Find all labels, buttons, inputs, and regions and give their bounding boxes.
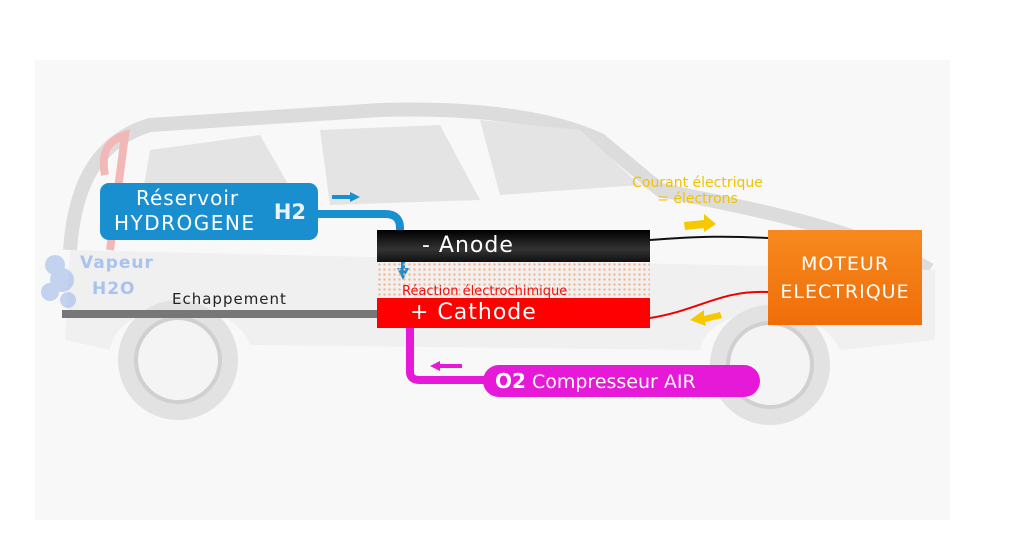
rear-wheel — [118, 300, 238, 420]
hydrogen-pipe — [318, 210, 404, 235]
vapour-label-line2: H2O — [92, 279, 136, 299]
reservoir-gas-label: H2 — [273, 200, 306, 224]
anode-wire — [649, 235, 769, 241]
reaction-label: Réaction électrochimique — [402, 284, 568, 299]
compressor-gas-label: O2 — [495, 369, 526, 393]
anode-bar: - Anode — [377, 230, 650, 262]
oxygen-pipe — [406, 328, 490, 384]
current-label-line2: = électrons — [657, 191, 738, 207]
current-arrow-right-icon — [684, 214, 716, 232]
exhaust-label: Echappement — [172, 290, 287, 308]
current-arrow-left-icon — [690, 310, 722, 326]
cathode-bar: + Cathode — [377, 298, 650, 328]
anode-label: - Anode — [422, 233, 514, 258]
electric-motor: MOTEUR ELECTRIQUE — [768, 230, 922, 325]
current-label: Courant électrique = électrons — [605, 175, 790, 207]
air-compressor: O2 Compresseur AIR — [483, 365, 760, 397]
exhaust-pipe — [62, 310, 380, 318]
motor-label-line2: ELECTRIQUE — [780, 281, 910, 303]
motor-label-line1: MOTEUR — [800, 253, 890, 275]
reservoir-label-line2: HYDROGENE — [114, 211, 256, 235]
vapour-cloud — [41, 255, 76, 308]
vapour-label: Vapeur H2O — [80, 250, 154, 302]
cathode-wire — [649, 290, 769, 319]
hydrogen-reservoir: Réservoir HYDROGENE H2 — [100, 183, 318, 240]
vapour-label-line1: Vapeur — [80, 253, 154, 273]
reaction-zone — [377, 262, 650, 298]
tail-light — [99, 129, 130, 251]
reservoir-label-line1: Réservoir — [136, 186, 240, 210]
current-label-line1: Courant électrique — [632, 175, 763, 191]
cathode-label: + Cathode — [410, 300, 537, 325]
compressor-label: Compresseur AIR — [531, 371, 696, 393]
